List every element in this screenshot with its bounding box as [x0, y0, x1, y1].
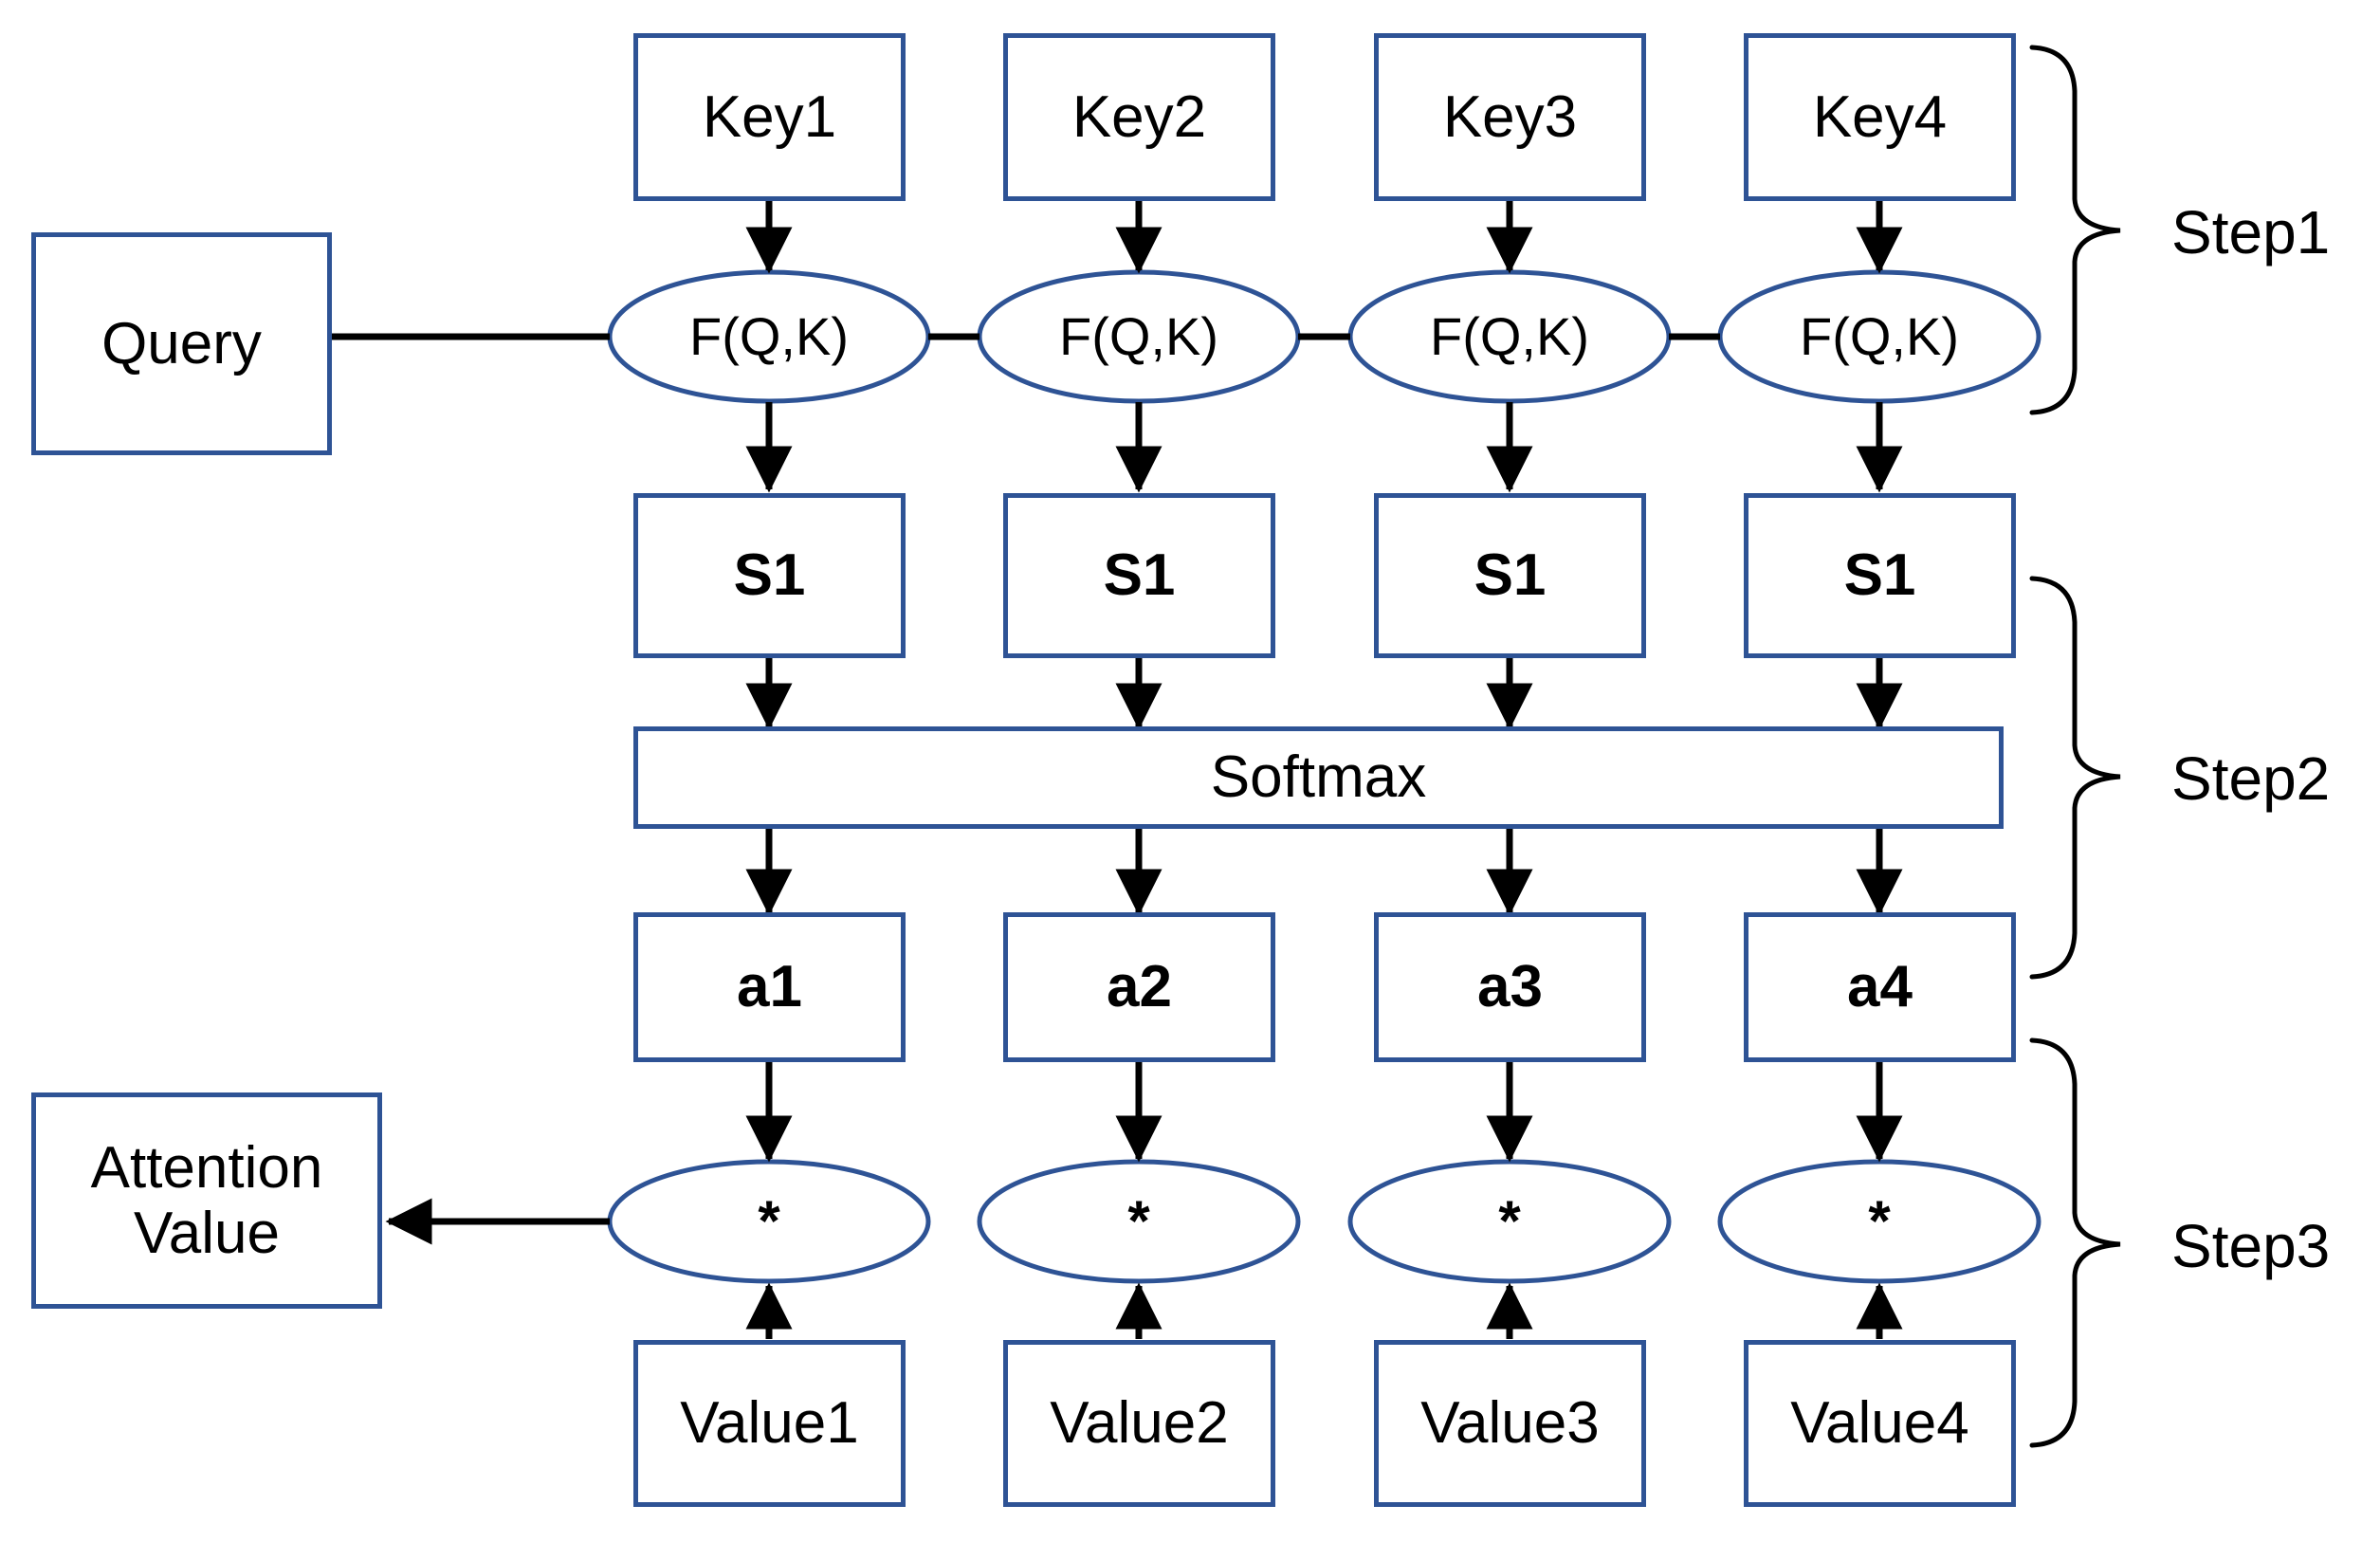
- softmax-label: Softmax: [1210, 744, 1427, 811]
- score-2-box[interactable]: S1: [1003, 493, 1275, 658]
- score-fn-1-label: F(Q,K): [689, 305, 849, 366]
- key1-label: Key1: [702, 83, 837, 150]
- attention-value-box[interactable]: Attention Value: [31, 1092, 382, 1309]
- key2-box[interactable]: Key2: [1003, 33, 1275, 201]
- score-2-label: S1: [1103, 542, 1176, 609]
- value1-label: Value1: [680, 1390, 859, 1457]
- key3-box[interactable]: Key3: [1374, 33, 1646, 201]
- arrows-score-fn-to-score: [745, 402, 1903, 493]
- multiply-3-ellipse[interactable]: *: [1350, 1162, 1669, 1281]
- multiply-2-label: *: [1127, 1189, 1150, 1254]
- multiply-1-label: *: [758, 1189, 780, 1254]
- score-fn-2-ellipse[interactable]: F(Q,K): [979, 272, 1298, 401]
- multiply-4-label: *: [1868, 1189, 1891, 1254]
- value1-box[interactable]: Value1: [633, 1340, 906, 1507]
- weight-a4-label: a4: [1847, 954, 1913, 1020]
- softmax-bar[interactable]: Softmax: [633, 726, 2004, 829]
- multiply-2-ellipse[interactable]: *: [979, 1162, 1298, 1281]
- score-fn-3-ellipse[interactable]: F(Q,K): [1350, 272, 1669, 401]
- step-braces: [2029, 45, 2121, 1448]
- score-1-label: S1: [733, 542, 806, 609]
- key4-label: Key4: [1812, 83, 1948, 150]
- weight-a3-box[interactable]: a3: [1374, 912, 1646, 1062]
- score-4-box[interactable]: S1: [1744, 493, 2016, 658]
- weight-a2-label: a2: [1107, 954, 1172, 1020]
- score-1-box[interactable]: S1: [633, 493, 906, 658]
- attention-value-label-line1: Attention: [90, 1134, 323, 1201]
- weight-a3-label: a3: [1477, 954, 1543, 1020]
- key1-box[interactable]: Key1: [633, 33, 906, 201]
- brace-step3: [2029, 1037, 2121, 1448]
- query-box[interactable]: Query: [31, 232, 332, 455]
- weight-a1-box[interactable]: a1: [633, 912, 906, 1062]
- weight-a2-box[interactable]: a2: [1003, 912, 1275, 1062]
- brace-step2: [2029, 576, 2121, 980]
- value3-box[interactable]: Value3: [1374, 1340, 1646, 1507]
- step1-label: Step1: [2171, 198, 2331, 266]
- value3-label: Value3: [1420, 1390, 1600, 1457]
- multiply-3-label: *: [1498, 1189, 1521, 1254]
- score-fn-4-label: F(Q,K): [1800, 305, 1959, 366]
- query-label: Query: [101, 310, 262, 376]
- multiply-1-ellipse[interactable]: *: [610, 1162, 928, 1281]
- multiply-ellipse-outlines: [607, 1159, 2041, 1284]
- score-fn-1-ellipse[interactable]: F(Q,K): [610, 272, 928, 401]
- score-3-box[interactable]: S1: [1374, 493, 1646, 658]
- arrows-key-to-score-fn: [745, 201, 1903, 274]
- value2-box[interactable]: Value2: [1003, 1340, 1275, 1507]
- score-4-label: S1: [1843, 542, 1916, 609]
- step3-label: Step3: [2171, 1212, 2331, 1280]
- value4-label: Value4: [1790, 1390, 1969, 1457]
- multiply-4-ellipse[interactable]: *: [1720, 1162, 2039, 1281]
- arrows-score-to-softmax: [745, 658, 1903, 730]
- arrows-weight-to-multiply: [745, 1062, 1903, 1163]
- key3-label: Key3: [1442, 83, 1578, 150]
- score-fn-4-ellipse[interactable]: F(Q,K): [1720, 272, 2039, 401]
- weight-a1-label: a1: [737, 954, 802, 1020]
- score-3-label: S1: [1474, 542, 1547, 609]
- step2-label: Step2: [2171, 744, 2331, 813]
- key4-box[interactable]: Key4: [1744, 33, 2016, 201]
- brace-step1: [2029, 45, 2121, 415]
- value4-box[interactable]: Value4: [1744, 1340, 2016, 1507]
- attention-value-label-line2: Value: [134, 1201, 280, 1266]
- score-fn-3-label: F(Q,K): [1430, 305, 1589, 366]
- value2-label: Value2: [1050, 1390, 1229, 1457]
- arrows-softmax-to-weight: [745, 829, 1903, 916]
- arrows-value-to-multiply: [745, 1282, 1903, 1339]
- weight-a4-box[interactable]: a4: [1744, 912, 2016, 1062]
- key2-label: Key2: [1071, 83, 1207, 150]
- score-fn-2-label: F(Q,K): [1059, 305, 1218, 366]
